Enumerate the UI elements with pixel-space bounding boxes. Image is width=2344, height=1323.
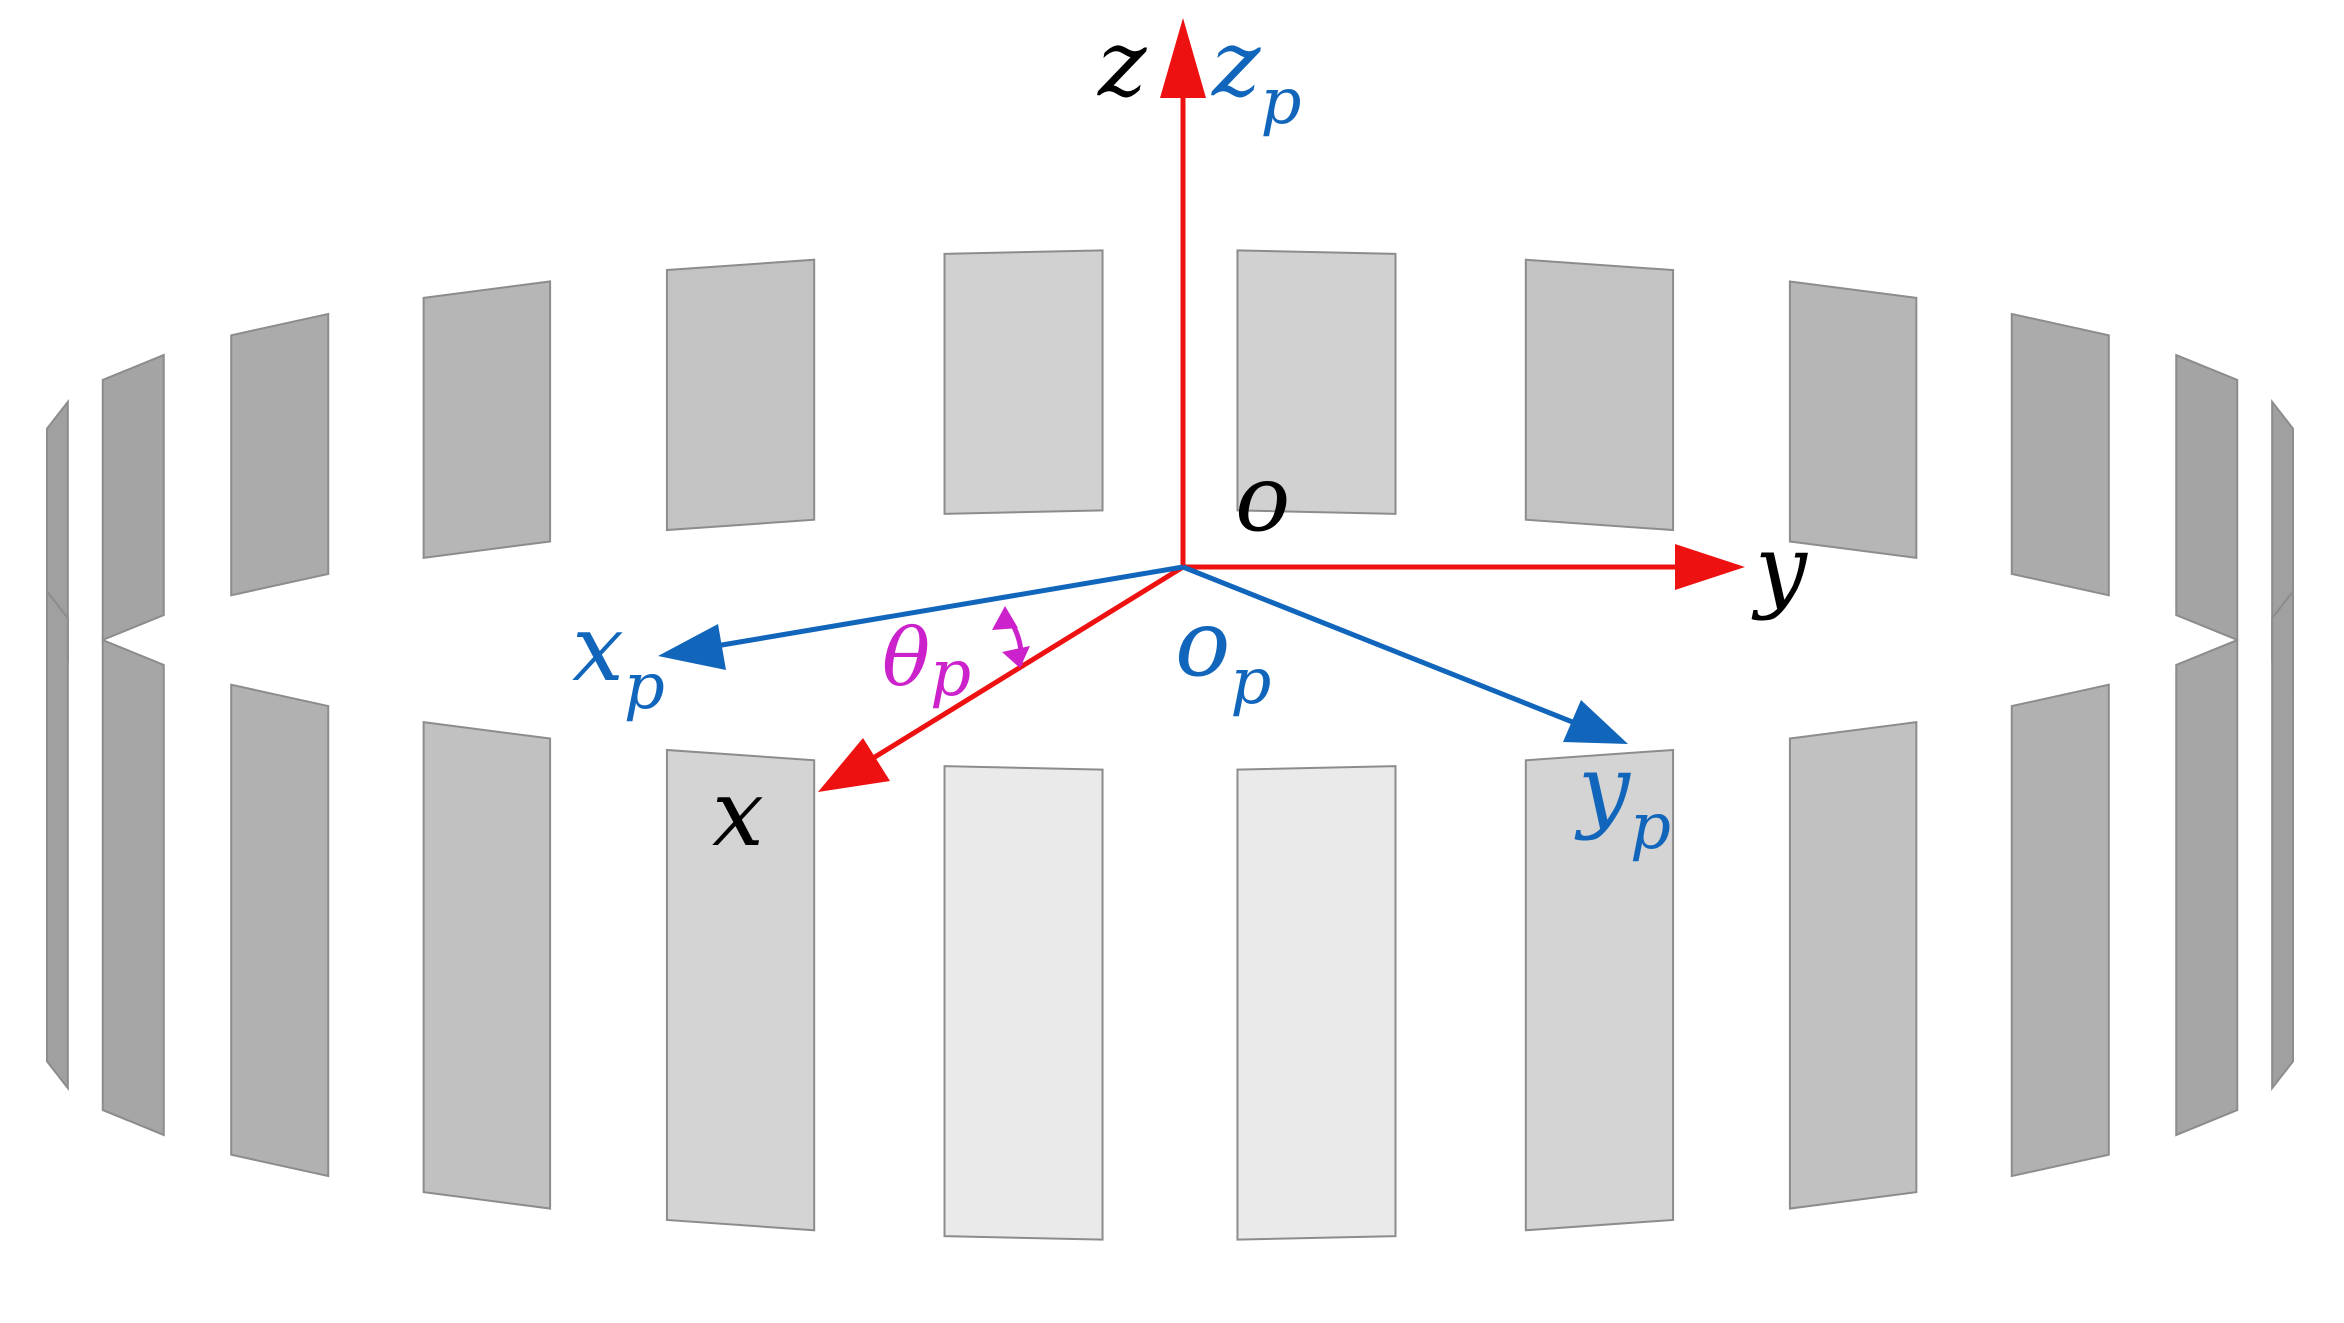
- magnet-segment: [1788, 280, 1918, 559]
- xp-axis: [709, 564, 1184, 650]
- magnet-segment: [2175, 353, 2239, 642]
- magnet-segment: [2010, 312, 2110, 597]
- magnet-segment: [46, 588, 69, 1091]
- magnet-segment: [943, 249, 1104, 515]
- xp-axis-arrowhead: [658, 624, 726, 670]
- x-axis-arrowhead: [818, 738, 890, 792]
- magnet-segment: [665, 258, 816, 532]
- label-z-p: zp: [1211, 10, 1301, 139]
- magnet-segment: [1524, 258, 1675, 532]
- label-y-p: yp: [1574, 735, 1671, 864]
- magnet-segment: [943, 765, 1104, 1241]
- magnet-segment: [1788, 721, 1918, 1210]
- theta-arrowhead-top: [992, 606, 1018, 630]
- theta-angle-marker: [992, 606, 1030, 668]
- x-axis: [868, 564, 1185, 763]
- magnet-segment: [1236, 249, 1397, 515]
- magnet-segment: [230, 683, 330, 1178]
- magnet-segment: [2175, 638, 2239, 1137]
- magnet-ring-front-half: [46, 588, 2294, 1241]
- label-x: x: [712, 760, 764, 867]
- global-axes: [818, 18, 1745, 792]
- y-axis-arrowhead: [1675, 544, 1745, 590]
- magnet-segment: [230, 312, 330, 597]
- magnet-segment: [1524, 748, 1675, 1232]
- yp-axis-arrowhead: [1563, 700, 1628, 744]
- magnet-segment: [422, 280, 552, 559]
- label-y: y: [1751, 515, 1808, 622]
- label-x-p: xp: [572, 595, 665, 724]
- magnet-segment: [422, 721, 552, 1210]
- theta-arrowhead-bottom: [1002, 646, 1030, 668]
- magnet-ring-back-half: [46, 249, 2294, 692]
- label-z: z: [1097, 10, 1147, 117]
- magnet-segment: [665, 748, 816, 1232]
- magnet-segment: [101, 638, 165, 1137]
- local-axes: [658, 564, 1628, 744]
- label-o-p: op: [1175, 590, 1271, 719]
- z-axis-arrowhead: [1160, 18, 1206, 98]
- magnet-segment: [101, 353, 165, 642]
- magnet-segment: [1236, 765, 1397, 1241]
- magnet-segment: [2010, 683, 2110, 1178]
- label-o: o: [1235, 445, 1290, 552]
- label-theta-p: θp: [882, 611, 971, 711]
- magnet-segment: [2271, 588, 2294, 1091]
- yp-axis: [1182, 564, 1581, 728]
- axis-labels: z zp o y x xp θp op yp: [572, 10, 1808, 867]
